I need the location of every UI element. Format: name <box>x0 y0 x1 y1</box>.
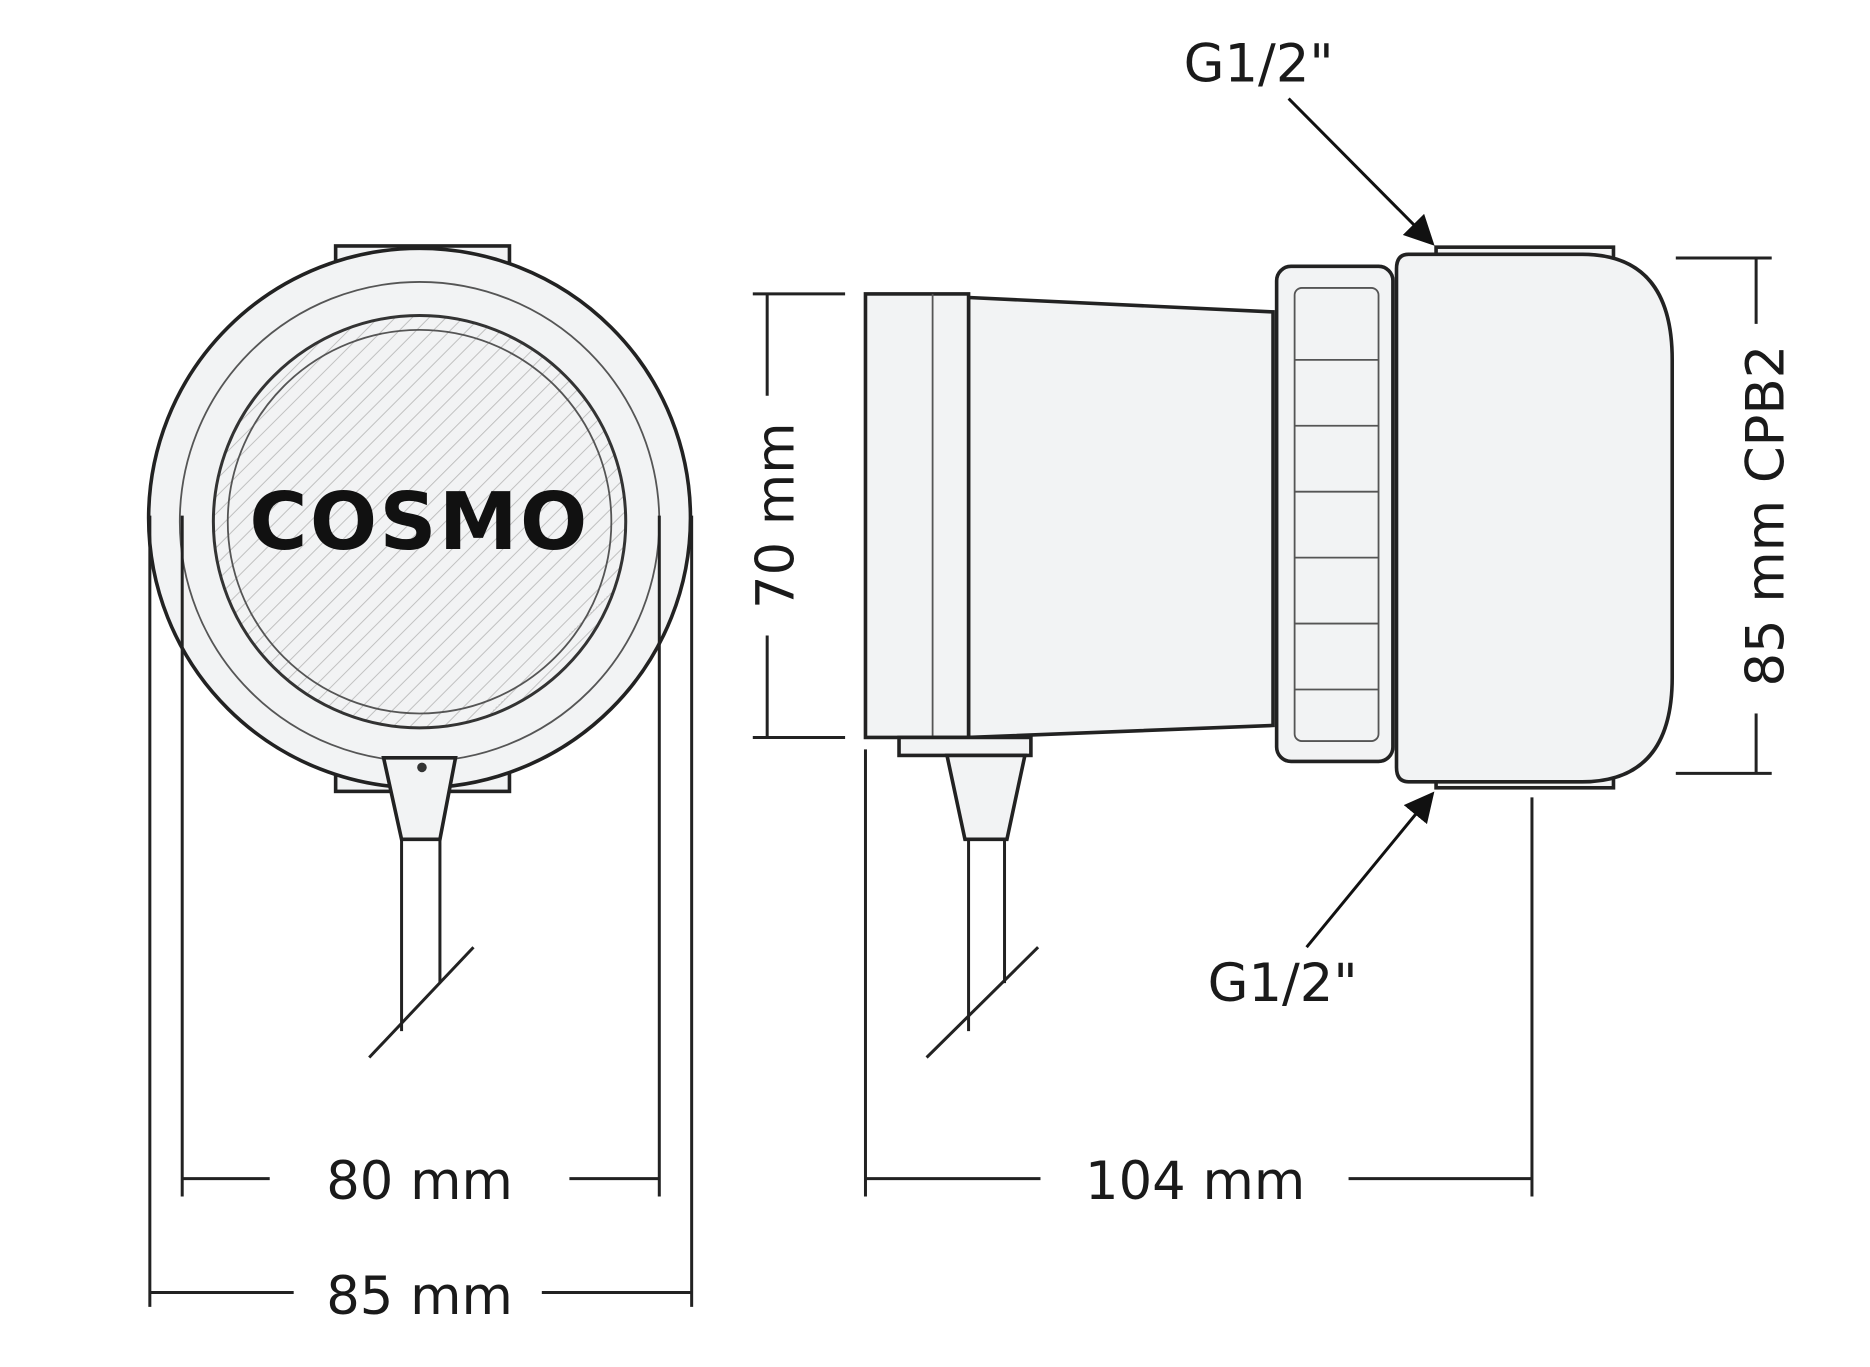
front-view: COSMO <box>146 244 693 1059</box>
cosmo-logo: COSMO <box>249 476 589 568</box>
union-nut <box>1274 264 1395 764</box>
side-view <box>863 245 1675 1059</box>
connection-top-label: G1/2" <box>1184 34 1334 95</box>
pump-front-lens <box>211 313 628 730</box>
front-dimensions: 80 mm 85 mm <box>148 515 694 1327</box>
connection-bottom-label: G1/2" <box>1208 953 1358 1014</box>
connection-top-arrow <box>1287 97 1435 246</box>
dim-104mm: 104 mm <box>1085 1151 1305 1212</box>
dim-85mm: 85 mm <box>326 1266 513 1327</box>
cable-break-mark <box>925 946 1040 1059</box>
dim-85mm-cpb2: 85 mm CPB2 <box>1736 345 1797 687</box>
pump-housing <box>1394 252 1675 784</box>
connection-bottom-arrow <box>1305 791 1435 949</box>
dim-70mm: 70 mm <box>746 422 807 609</box>
cable-break-mark <box>368 946 475 1059</box>
side-dimensions: 70 mm 85 mm CPB2 104 mm G1/2" G1/2" <box>746 34 1797 1212</box>
dim-80mm: 80 mm <box>326 1151 513 1212</box>
